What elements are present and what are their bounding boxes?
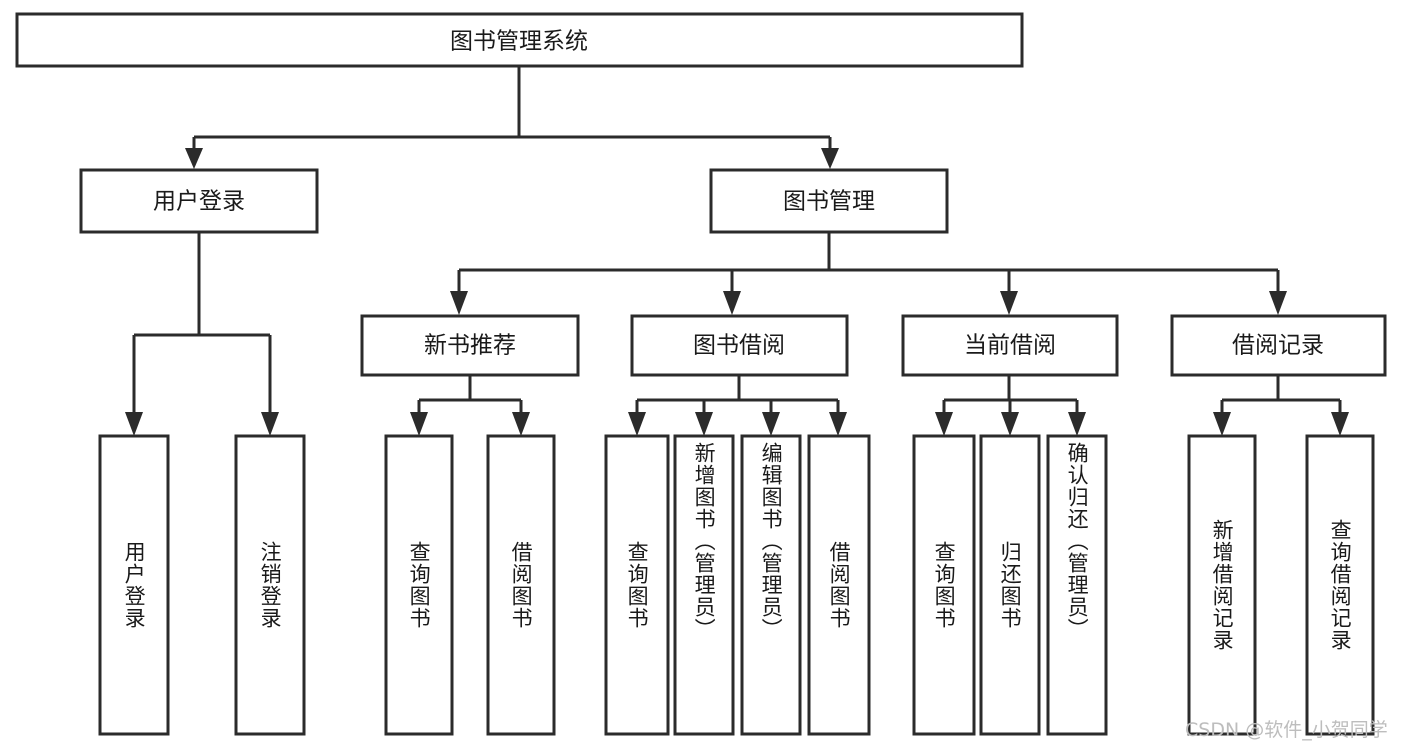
node-book-borrow-label: 图书借阅 bbox=[693, 333, 785, 359]
arrow-root-to-bookmgmt bbox=[821, 148, 839, 169]
leaf-box-edit-book-admin[interactable] bbox=[740, 434, 802, 736]
node-user-login[interactable]: 用户登录 bbox=[79, 168, 319, 234]
arrow-login-leaf2 bbox=[261, 412, 279, 436]
arrow-current-leaf1 bbox=[935, 412, 953, 436]
arrow-borrow-leaf3 bbox=[762, 412, 780, 436]
node-new-book-recommend-label: 新书推荐 bbox=[424, 333, 516, 359]
node-borrow-record[interactable]: 借阅记录 bbox=[1170, 314, 1387, 377]
arrow-current-leaf3 bbox=[1068, 412, 1086, 436]
leaf-box-query-book-2[interactable] bbox=[604, 434, 670, 736]
arrow-newbook-leaf2 bbox=[512, 412, 530, 436]
leaf-box-add-book-admin[interactable] bbox=[673, 434, 735, 736]
arrow-root-to-login bbox=[185, 148, 203, 169]
node-borrow-record-label: 借阅记录 bbox=[1232, 333, 1324, 359]
leaf-box-borrow-book-1[interactable] bbox=[486, 434, 556, 736]
arrow-borrow-leaf4 bbox=[829, 412, 847, 436]
node-root-label: 图书管理系统 bbox=[450, 29, 588, 55]
leaf-box-borrow-book-2[interactable] bbox=[807, 434, 871, 736]
node-new-book-recommend[interactable]: 新书推荐 bbox=[360, 314, 580, 377]
arrow-login-leaf1 bbox=[125, 412, 143, 436]
arrow-record-leaf1 bbox=[1213, 412, 1231, 436]
node-book-borrow[interactable]: 图书借阅 bbox=[630, 314, 849, 377]
arrow-record-leaf2 bbox=[1331, 412, 1349, 436]
arrow-bookmgmt-m3 bbox=[1000, 291, 1018, 315]
node-current-borrow[interactable]: 当前借阅 bbox=[901, 314, 1119, 377]
node-user-login-box[interactable] bbox=[79, 168, 319, 234]
leaf-box-confirm-return-admin[interactable] bbox=[1046, 434, 1108, 736]
arrow-bookmgmt-m4 bbox=[1269, 291, 1287, 315]
connector-layer bbox=[125, 66, 1349, 436]
arrow-borrow-leaf1 bbox=[628, 412, 646, 436]
leaf-box-logout[interactable] bbox=[234, 434, 306, 736]
node-book-management-box[interactable] bbox=[709, 168, 949, 234]
leaf-box-return-book[interactable] bbox=[979, 434, 1041, 736]
node-current-borrow-box[interactable] bbox=[901, 314, 1119, 377]
leaf-box-user-login[interactable] bbox=[98, 434, 170, 736]
leaf-box-query-book-1[interactable] bbox=[384, 434, 454, 736]
leaf-box-query-book-3[interactable] bbox=[912, 434, 976, 736]
arrow-newbook-leaf1 bbox=[410, 412, 428, 436]
node-root-box[interactable] bbox=[15, 12, 1024, 68]
arrow-borrow-leaf2 bbox=[695, 412, 713, 436]
arrow-bookmgmt-m1 bbox=[450, 291, 468, 315]
arrow-current-leaf2 bbox=[1001, 412, 1019, 436]
arrow-bookmgmt-m2 bbox=[723, 291, 741, 315]
node-new-book-recommend-box[interactable] bbox=[360, 314, 580, 377]
leaf-boxes bbox=[98, 434, 1375, 736]
leaf-box-add-borrow-record[interactable] bbox=[1187, 434, 1257, 736]
node-book-management-label: 图书管理 bbox=[783, 189, 875, 215]
node-user-login-label: 用户登录 bbox=[153, 189, 245, 215]
node-current-borrow-label: 当前借阅 bbox=[964, 333, 1056, 359]
node-borrow-record-box[interactable] bbox=[1170, 314, 1387, 377]
node-book-borrow-box[interactable] bbox=[630, 314, 849, 377]
csdn-watermark: CSDN @软件_小贺同学 bbox=[1185, 719, 1388, 741]
leaf-box-query-borrow-record[interactable] bbox=[1305, 434, 1375, 736]
node-root[interactable]: 图书管理系统 bbox=[15, 12, 1024, 68]
node-book-management[interactable]: 图书管理 bbox=[709, 168, 949, 234]
